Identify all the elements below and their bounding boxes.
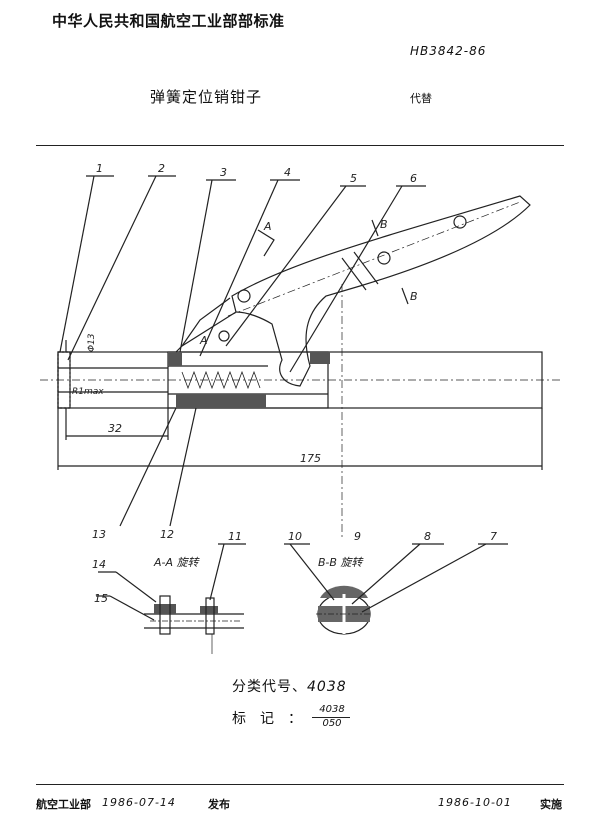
document-title: 弹簧定位销钳子 [150,88,263,106]
section-aa-view [96,543,246,654]
dim-radius: R1max [72,387,104,397]
replaces-label: 代替 [410,92,432,105]
callout-9: 9 [354,530,361,543]
pivot-hole-4 [218,330,230,342]
callout-12: 12 [160,528,174,541]
footer-implementation-label: 实施 [540,798,562,811]
section-mark-b-lower: B [410,290,418,303]
callout-2: 2 [158,162,165,175]
dim-diameter: Φ13 [87,333,97,352]
callout-15: 15 [94,592,108,605]
footer-issue-date: 1986-07-14 [102,796,176,809]
section-aa-label: A-A 旋转 [153,556,201,569]
callout-11: 11 [228,530,242,543]
pivot-hole-3 [453,215,467,229]
mark-fraction-bar [312,717,350,718]
footer-organization: 航空工业部 [36,798,91,811]
section-bb-label: B-B 旋转 [318,556,364,569]
callout-14: 14 [92,558,106,571]
callout-3: 3 [220,166,227,179]
footer-implementation-date: 1986-10-01 [438,796,512,809]
dim-175: 175 [300,452,321,465]
callout-1: 1 [96,162,103,175]
pivot-hole-1 [237,289,251,303]
callout-8: 8 [424,530,431,543]
section-mark-a: A [263,220,272,233]
section-mark-b-upper: B [380,218,388,231]
standard-code: HB3842-86 [410,44,487,58]
lever-handle [231,195,531,387]
section-mark-a-lower: A [199,334,208,347]
classification-code: 分类代号、4038 [232,676,347,696]
callout-7: 7 [490,530,497,543]
footer-rule [36,784,564,785]
callout-10: 10 [288,530,302,543]
classification-value: 4038 [307,679,347,695]
callout-13: 13 [92,528,106,541]
classification-label: 分类代号 [232,679,292,695]
section-bb-view [284,543,508,635]
standard-organization: 中华人民共和国航空工业部部标准 [52,12,285,30]
classification-separator: 、 [292,679,307,695]
callout-6: 6 [410,172,417,185]
footer-issue-label: 发布 [208,798,230,811]
callout-5: 5 [350,172,357,185]
mark-numerator: 4038 [319,704,345,715]
pivot-hole-2 [377,251,391,265]
mark-label: 标记： [232,711,302,727]
mark-denominator: 050 [322,718,342,729]
dim-32: 32 [108,422,122,435]
callout-4: 4 [284,166,291,179]
header-rule [36,145,564,146]
